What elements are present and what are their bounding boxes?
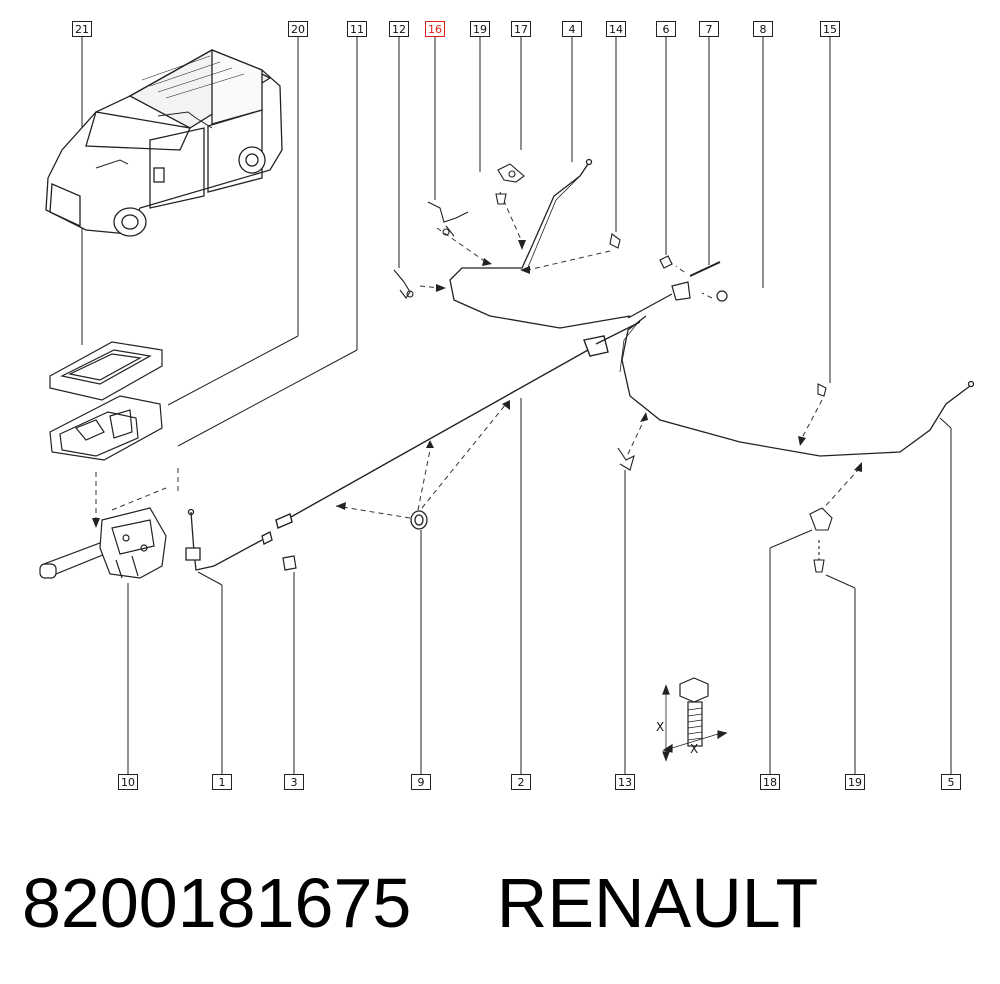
callout-5: 5 — [941, 774, 961, 790]
callout-7: 7 — [699, 21, 719, 37]
callout-1: 1 — [212, 774, 232, 790]
assembly-arrows — [95, 191, 859, 520]
callout-19-top: 19 — [470, 21, 490, 37]
callout-16-highlighted: 16 — [425, 21, 445, 37]
callout-2: 2 — [511, 774, 531, 790]
callout-3: 3 — [284, 774, 304, 790]
shifter-bezel — [49, 395, 163, 461]
leader-lines — [81, 37, 952, 775]
footer-caption: 8200181675 RENAULT — [22, 858, 982, 948]
spacer-clip — [282, 555, 297, 571]
callout-10: 10 — [118, 774, 138, 790]
arrow-heads — [92, 240, 862, 528]
left-rear-cable — [449, 158, 631, 329]
dimension-x-diagonal: X — [690, 742, 699, 756]
callout-21: 21 — [72, 21, 92, 37]
callout-6: 6 — [656, 21, 676, 37]
callout-12: 12 — [389, 21, 409, 37]
main-cable — [275, 321, 641, 529]
brand-name: RENAULT — [496, 864, 819, 942]
callout-15: 15 — [820, 21, 840, 37]
console-trim — [49, 341, 163, 401]
right-rear-cable — [619, 315, 975, 457]
part-number: 8200181675 — [22, 864, 412, 942]
callout-11: 11 — [347, 21, 367, 37]
bolt-detail — [662, 677, 728, 762]
callout-13: 13 — [615, 774, 635, 790]
callout-8: 8 — [753, 21, 773, 37]
callout-14: 14 — [606, 21, 626, 37]
callout-19-bottom: 19 — [845, 774, 865, 790]
callout-20: 20 — [288, 21, 308, 37]
van-illustration — [45, 49, 283, 237]
callout-17: 17 — [511, 21, 531, 37]
clips-and-brackets — [393, 163, 833, 573]
parts-diagram — [39, 37, 975, 775]
grommet — [410, 510, 428, 530]
equalizer-parts — [627, 255, 728, 319]
callout-4: 4 — [562, 21, 582, 37]
callout-9: 9 — [411, 774, 431, 790]
dimension-x-vertical: X — [656, 720, 665, 734]
front-cable — [185, 508, 273, 571]
handbrake-lever — [39, 507, 167, 579]
callout-18: 18 — [760, 774, 780, 790]
